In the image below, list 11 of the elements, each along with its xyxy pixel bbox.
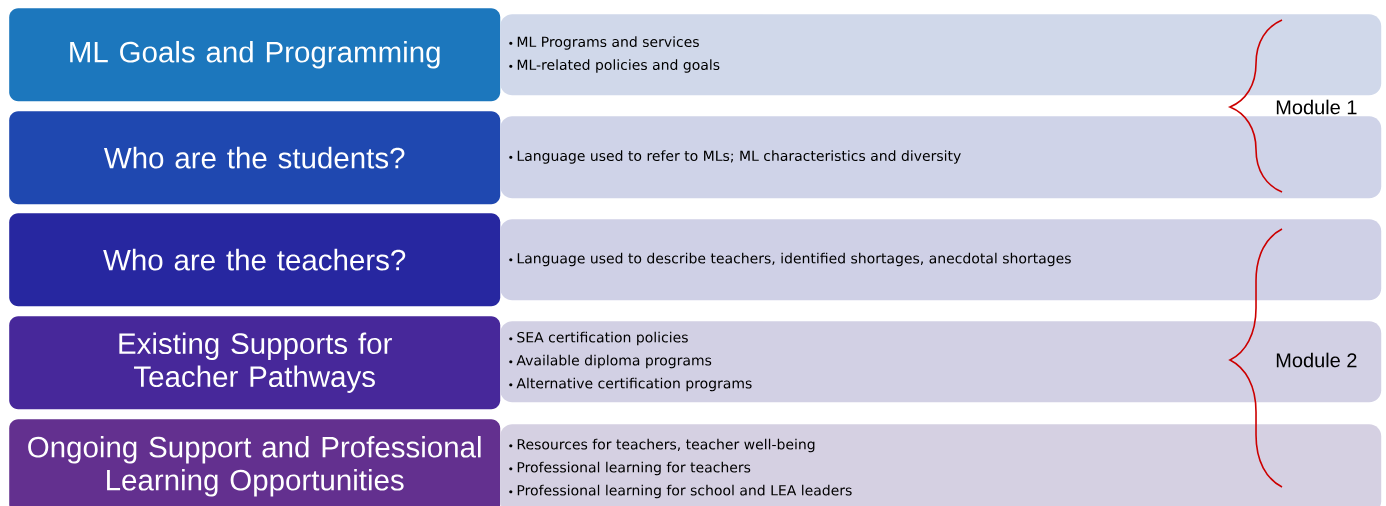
topic-box: Ongoing Support and Professional Learning Opportunities <box>9 419 501 506</box>
topic-box: ML Goals and Programming <box>9 8 501 102</box>
detail-band: Resources for teachers, teacher well-being Professional learning for teachers Professional learning for school and LEA leaders <box>500 424 1382 506</box>
module-label: Module 1 <box>1276 99 1357 115</box>
topic-box: Existing Supports for Teacher Pathways <box>9 316 501 410</box>
topic-box: Who are the teachers? <box>9 213 501 307</box>
module-label: Module 2 <box>1276 352 1357 368</box>
detail-band: ML Programs and services ML-related policies and goals <box>500 14 1382 96</box>
detail-band: Language used to refer to MLs; ML characteristics and diversity <box>500 116 1382 199</box>
detail-band: Language used to describe teachers, identified shortages, anecdotal shortages <box>500 219 1382 301</box>
topic-box: Who are the students? <box>9 111 501 205</box>
